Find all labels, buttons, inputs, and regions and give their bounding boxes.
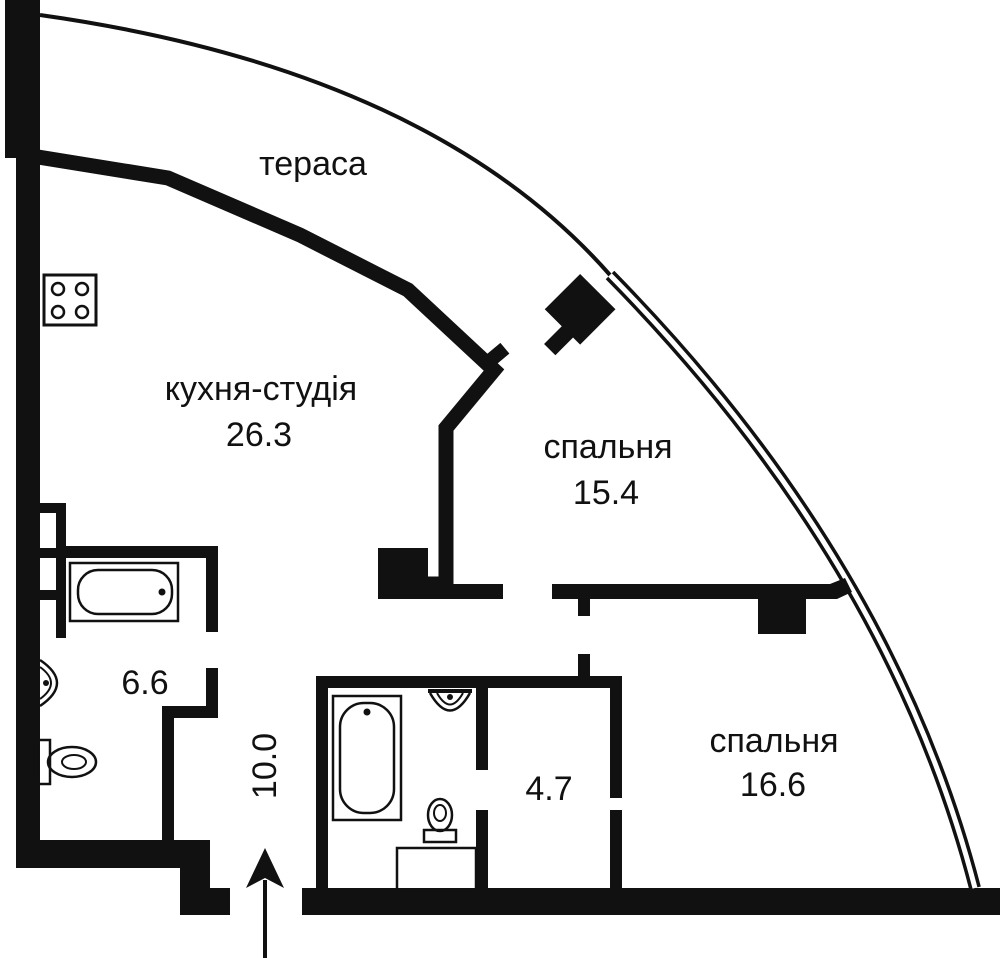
- terrace-arc: [39, 13, 612, 277]
- terrace-wall-stub: [486, 342, 510, 366]
- entrance-arrow-icon: [246, 848, 284, 958]
- bedroom-1-label: спальня: [543, 428, 672, 466]
- toilet-icon: [395, 797, 478, 892]
- column: [758, 584, 806, 634]
- window-column: [544, 273, 616, 356]
- bathroom-1-area: 6.6: [121, 664, 168, 702]
- bathtub-icon: [68, 561, 180, 623]
- bedroom-1-area: 15.4: [573, 474, 639, 512]
- terrace-wall: [36, 149, 505, 592]
- outer-walls: [5, 0, 1000, 915]
- wall-stub: [578, 596, 590, 616]
- bathroom-1-walls: [32, 503, 218, 848]
- toilet-icon: [34, 738, 98, 786]
- bathroom-2-walls: [316, 654, 622, 898]
- sink-icon: [36, 658, 59, 708]
- bedroom-2-area: 16.6: [740, 766, 806, 804]
- bathtub-icon: [331, 694, 403, 822]
- window-arc-glass: [608, 273, 978, 889]
- corridor-area: 10.0: [246, 733, 284, 799]
- kitchen-studio-label: кухня-студія: [165, 370, 357, 408]
- bathroom-2-area: 4.7: [525, 770, 572, 808]
- bedroom-2-label: спальня: [709, 722, 838, 760]
- kitchen-studio-area: 26.3: [226, 416, 292, 454]
- bedroom-wall: [378, 584, 503, 599]
- bedroom-wall-end: [830, 578, 852, 599]
- terrace-label: тераса: [259, 145, 367, 183]
- sink-icon: [428, 689, 472, 712]
- stove-icon: [42, 273, 98, 327]
